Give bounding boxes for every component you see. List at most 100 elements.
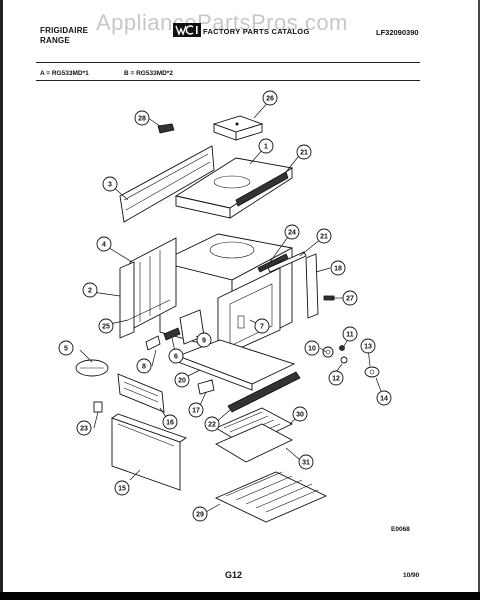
- callout-2: 2: [82, 282, 98, 298]
- part-29-oven-rack: [214, 471, 328, 523]
- svg-text:9: 9: [202, 338, 206, 345]
- svg-text:30: 30: [296, 412, 304, 419]
- scan-edge-left: [0, 0, 3, 600]
- part-31-pan-base: [215, 423, 293, 463]
- callout-8: 8: [136, 358, 152, 374]
- callout-1: 1: [258, 138, 274, 154]
- callout-9: 9: [196, 332, 212, 348]
- scan-edge-bottom: [0, 592, 480, 600]
- svg-text:27: 27: [346, 296, 354, 303]
- callout-13: 13: [360, 338, 376, 354]
- callout-15: 15: [114, 480, 130, 496]
- oven-cavity-body: [158, 233, 294, 359]
- callout-31: 31: [298, 454, 314, 470]
- callout-28: 28: [134, 110, 150, 126]
- callout-16: 16: [162, 414, 178, 430]
- svg-text:6: 6: [174, 354, 178, 361]
- svg-text:29: 29: [196, 512, 204, 519]
- scan-edge-right: [478, 0, 480, 600]
- svg-text:11: 11: [346, 332, 354, 339]
- callout-21-side: 21: [316, 228, 332, 244]
- svg-text:26: 26: [266, 96, 274, 103]
- callout-23: 23: [76, 420, 92, 436]
- svg-text:1: 1: [264, 144, 268, 151]
- svg-text:21: 21: [300, 150, 308, 157]
- callout-4: 4: [96, 236, 112, 252]
- product-type: RANGE: [40, 36, 70, 45]
- callout-14: 14: [376, 390, 392, 406]
- header-divider: [36, 62, 420, 63]
- part-18-side-trim: [305, 253, 319, 319]
- part-26-insulation: [212, 115, 264, 141]
- callout-3: 3: [102, 176, 118, 192]
- svg-text:12: 12: [332, 376, 340, 383]
- svg-text:5: 5: [64, 346, 68, 353]
- callout-20: 20: [174, 372, 190, 388]
- svg-text:10: 10: [308, 346, 316, 353]
- svg-text:18: 18: [334, 266, 342, 273]
- watermark: AppliancePartsPros.com: [96, 10, 348, 35]
- part-1-cooktop: [174, 157, 294, 219]
- callout-11: 11: [342, 326, 358, 342]
- part-10-knob: [322, 346, 334, 358]
- part-2-side-insulation: [119, 261, 135, 339]
- svg-text:8: 8: [142, 364, 146, 371]
- part-17-bracket: [197, 379, 215, 395]
- part-25-gasket: [127, 299, 171, 321]
- callout-30: 30: [292, 406, 308, 422]
- part-8-bracket: [145, 335, 161, 351]
- callout-22: 22: [204, 416, 220, 432]
- page-date: 10/90: [403, 572, 420, 579]
- callout-27: 27: [342, 290, 358, 306]
- svg-text:28: 28: [138, 116, 146, 123]
- part-24-trim: [257, 253, 289, 273]
- svg-text:7: 7: [260, 324, 264, 331]
- svg-text:17: 17: [192, 408, 200, 415]
- brand-block: FRIGIDAIRE RANGE: [40, 26, 88, 46]
- part-21-strip: [267, 251, 307, 273]
- callout-18: 18: [330, 260, 346, 276]
- part-3-rear-panel: [119, 145, 215, 223]
- model-a-label: A = RG533MD*1: [40, 70, 89, 77]
- catalog-title: FACTORY PARTS CATALOG: [203, 27, 310, 36]
- brand-name: FRIGIDAIRE: [40, 26, 89, 35]
- part-4-side-panel: [129, 237, 177, 331]
- callout-24: 24: [284, 224, 300, 240]
- part-16-drawer-front: [117, 373, 165, 413]
- svg-text:3: 3: [108, 182, 112, 189]
- callout-10: 10: [304, 340, 320, 356]
- svg-text:31: 31: [302, 460, 310, 467]
- svg-text:2: 2: [88, 288, 92, 295]
- callout-21-top: 21: [296, 144, 312, 160]
- part-22-rail: [227, 371, 301, 413]
- callout-29: 29: [192, 506, 208, 522]
- model-divider: [36, 80, 420, 81]
- wci-logo-icon: [173, 23, 201, 37]
- callout-6: 6: [168, 348, 184, 364]
- exploded-parts-diagram: 26 28 1 21 3 4 24 21 18 2 27 25 7 5 11 9…: [58, 90, 392, 523]
- svg-text:23: 23: [80, 426, 88, 433]
- drawing-id: E0068: [391, 526, 410, 533]
- part-13-14-valve: [364, 366, 380, 378]
- part-23-clip: [93, 401, 103, 413]
- callout-12: 12: [328, 370, 344, 386]
- svg-text:14: 14: [380, 396, 388, 403]
- callout-5: 5: [58, 340, 74, 356]
- svg-text:22: 22: [208, 422, 216, 429]
- svg-text:16: 16: [166, 420, 174, 427]
- page-code: G12: [225, 570, 243, 580]
- part-11-12-spacers: [339, 345, 348, 364]
- part-6-bracket: [163, 327, 181, 341]
- part-28-bracket: [157, 123, 175, 134]
- callout-25: 25: [98, 318, 114, 334]
- part-15-drawer-panel: [111, 413, 187, 491]
- svg-text:25: 25: [102, 324, 110, 331]
- svg-text:13: 13: [364, 344, 372, 351]
- part-number: LF32090390: [376, 28, 419, 37]
- svg-text:4: 4: [102, 242, 106, 249]
- svg-text:20: 20: [178, 378, 186, 385]
- callout-7: 7: [254, 318, 270, 334]
- part-5-insulation-pad: [75, 359, 109, 377]
- callout-26: 26: [262, 90, 278, 106]
- model-b-label: B = RG533MD*2: [124, 70, 173, 77]
